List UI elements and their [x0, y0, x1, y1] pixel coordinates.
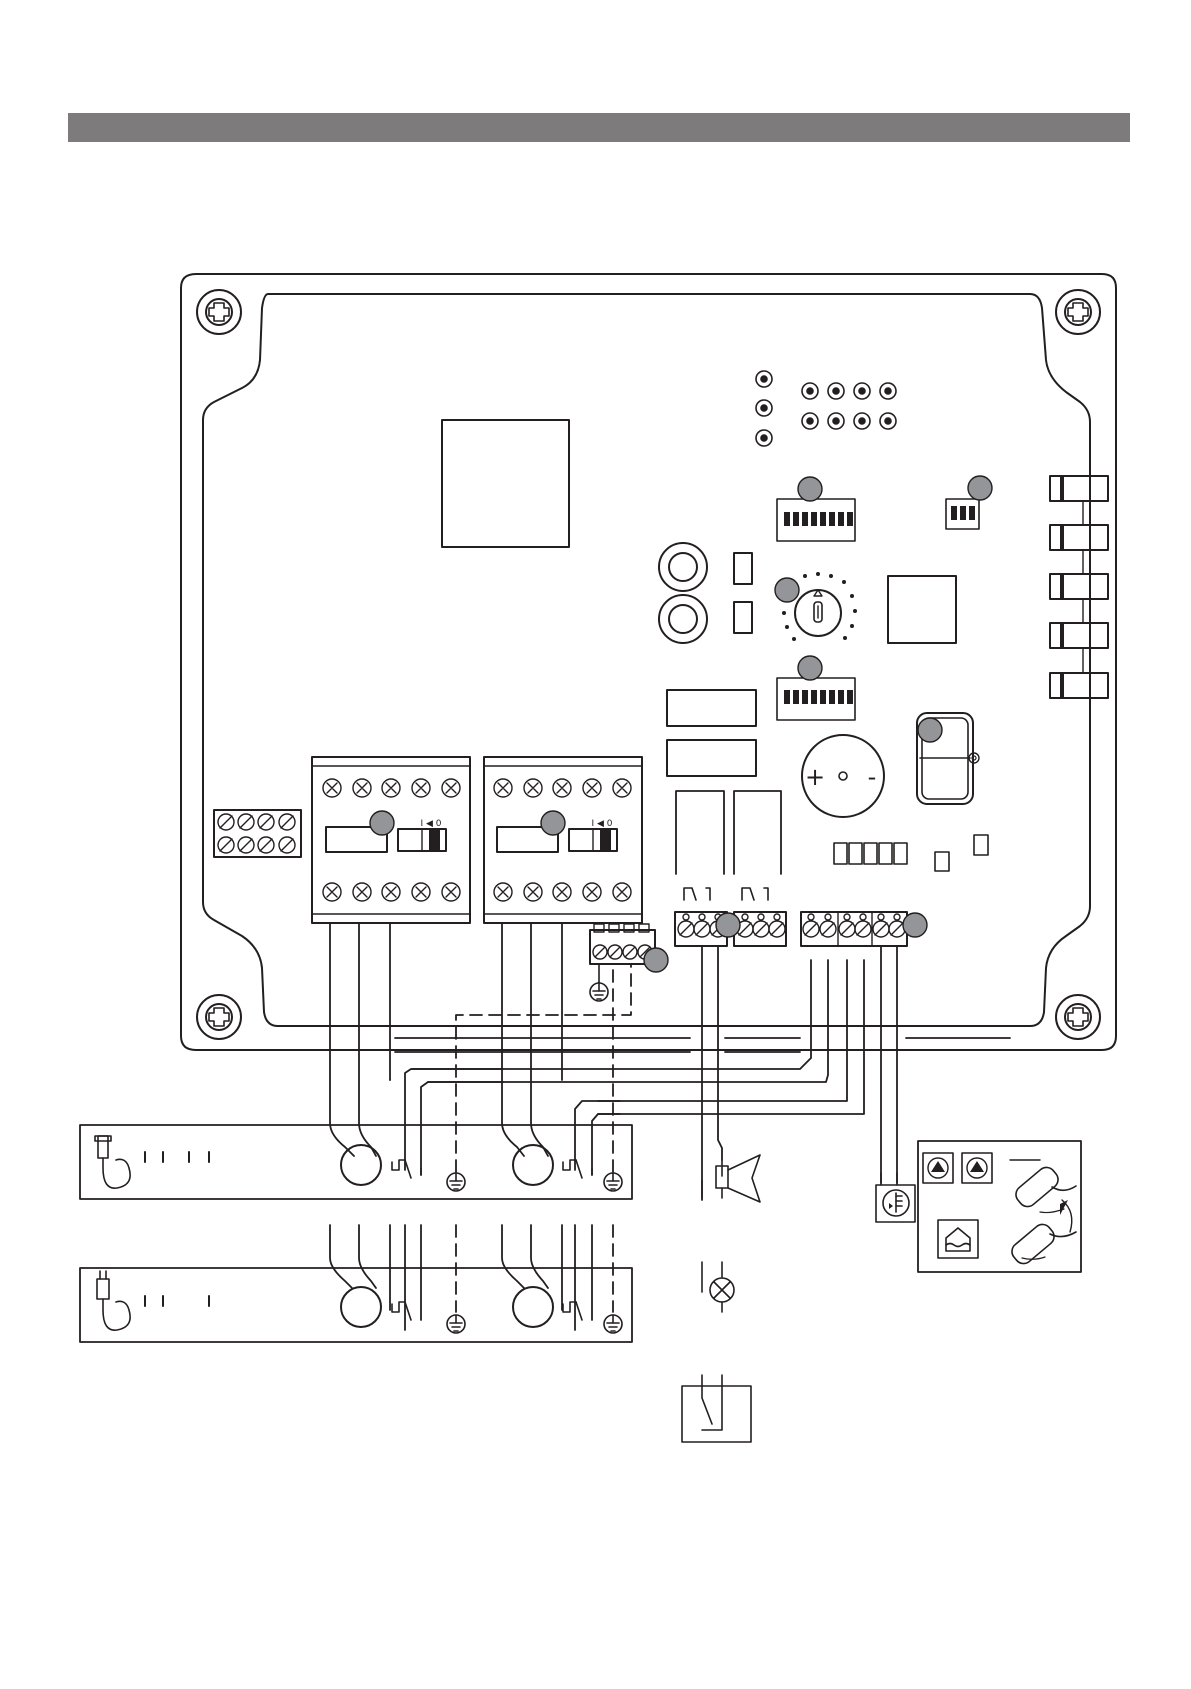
led-indicators: [756, 371, 896, 446]
buzzer: + -: [802, 735, 884, 817]
buzzer-plus-label: +: [805, 763, 825, 791]
microcontroller-chip: [888, 576, 956, 643]
thermal-contact-2-lower: [563, 1302, 582, 1320]
callout-contactor-2: [541, 811, 565, 835]
sensor-terminal-block: [801, 912, 907, 946]
earth-symbol-upper-1: [447, 1173, 465, 1191]
pump-1-motor-symbol-upper: [341, 1145, 381, 1185]
buzzer-minus-label: -: [868, 763, 877, 791]
earth-symbol-lower-1: [447, 1315, 465, 1333]
signal-terminal-block-2: [734, 912, 786, 946]
component-small-upper: [734, 553, 752, 584]
enclosure-housing: [181, 274, 1116, 1050]
float-switch-lower: [1008, 1200, 1076, 1267]
callout-contactor-1: [370, 811, 394, 835]
mains-plug-icon-upper: [95, 1136, 130, 1188]
contactor-1-switch-label: I ◀ 0: [420, 819, 441, 829]
callout-battery: [918, 718, 942, 742]
fuse-holders: [1050, 476, 1108, 698]
section-header-bar: [68, 113, 1130, 142]
dip-switch-upper[interactable]: [777, 499, 855, 541]
output-relay-module-1: [676, 791, 724, 900]
callout-dip-switch-small: [968, 476, 992, 500]
float-switch-upper: [1012, 1164, 1076, 1210]
transformer-block: [442, 420, 569, 547]
dip-switch-small[interactable]: [946, 499, 979, 529]
thermal-contact-2-upper: [563, 1160, 592, 1178]
motor-contactor-2: I ◀ 0: [484, 757, 642, 923]
mains-plug-icon-lower: [97, 1271, 130, 1330]
horn-icon: [702, 1155, 760, 1202]
pressure-sensor-upper: [659, 543, 707, 591]
pressure-sensor-lower: [659, 595, 707, 643]
external-switch-icon: [682, 1375, 751, 1442]
thermal-contact-1-upper: [392, 1160, 421, 1178]
output-relay-module-2: [734, 791, 781, 900]
earth-symbol-upper-2: [604, 1173, 622, 1191]
corner-screw-bottom-left: [197, 995, 241, 1039]
relay-lower: [667, 740, 756, 776]
relay-upper: [667, 690, 756, 726]
contactor-2-switch-label: I ◀ 0: [591, 819, 612, 829]
pump-panel-upper: [80, 1125, 632, 1199]
dip-switch-lower[interactable]: [777, 678, 855, 720]
pump-2-motor-symbol-lower: [513, 1287, 553, 1327]
level-switch-panel: [876, 1141, 1081, 1272]
component-small-lower: [734, 602, 752, 633]
pump-panel-lower: [80, 1225, 632, 1342]
callout-relay-terminals: [716, 913, 740, 937]
corner-screw-bottom-right: [1056, 995, 1100, 1039]
corner-screw-top-right: [1056, 290, 1100, 334]
corner-screw-top-left: [197, 290, 241, 334]
wiring-lines: [330, 923, 1010, 1200]
callout-dip-switch-upper: [798, 477, 822, 501]
pump-2-motor-symbol-upper: [513, 1145, 553, 1185]
callout-markers: [370, 476, 992, 972]
callout-sensor-terminals: [903, 913, 927, 937]
warning-lamp-icon: [702, 1262, 734, 1312]
thermal-contact-1-lower: [392, 1302, 411, 1320]
overflow-house-icon: [938, 1220, 978, 1258]
callout-earth-terminals: [644, 948, 668, 972]
earth-symbol-lower-2: [604, 1315, 622, 1333]
motor-contactor-1: I ◀ 0: [312, 757, 470, 923]
status-leds-row: [834, 835, 988, 871]
callout-dip-switch-lower: [798, 656, 822, 680]
mains-terminal-block: [214, 810, 301, 857]
callout-rotary-selector: [775, 578, 799, 602]
pump-1-motor-symbol-lower: [341, 1287, 381, 1327]
